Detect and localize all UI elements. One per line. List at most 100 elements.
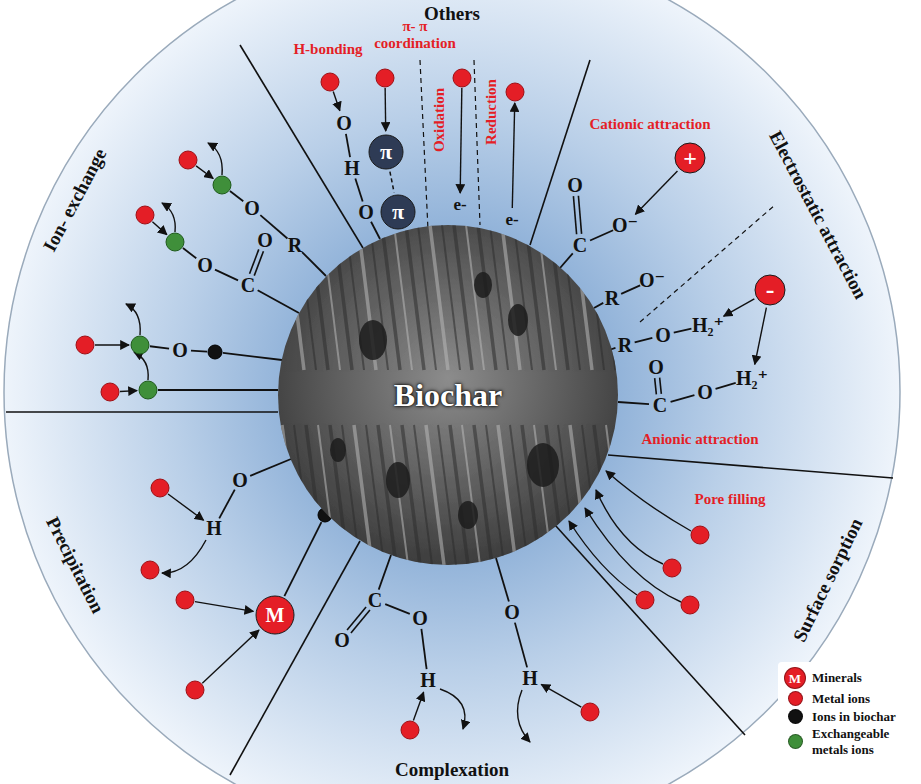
release-arrow (126, 304, 140, 335)
chemical-symbol: H (420, 669, 436, 692)
exchangeable-ion-dot (131, 336, 149, 354)
chemical-symbol: H₂⁺ (736, 367, 768, 390)
biochar-pore (458, 501, 478, 529)
node-symbol: π (392, 201, 404, 223)
biochar-ion-dot (208, 345, 222, 359)
biochar-texture (282, 225, 628, 565)
chemical-symbol: O (655, 324, 671, 347)
release-arrow (606, 471, 691, 531)
release-arrow (162, 540, 206, 573)
legend-text: Metal ions (812, 691, 870, 707)
metal-ion-dot (663, 559, 681, 577)
chemical-symbol: H₂⁺ (692, 314, 724, 337)
sorption-arrow (152, 222, 166, 235)
sorption-arrow (95, 344, 129, 345)
double-bond (655, 378, 657, 394)
pi-electron-circle: π (380, 194, 416, 230)
node-symbol: - (766, 277, 775, 303)
exchangeable-ion-dot (213, 176, 231, 194)
biochar-streak (606, 425, 624, 565)
double-bond (254, 251, 263, 275)
chemical-symbol: O (172, 339, 188, 362)
node-circle (675, 143, 705, 173)
biochar-pore (508, 304, 528, 336)
chemical-symbol: e- (453, 195, 466, 215)
sorption-arrow (195, 602, 253, 612)
double-bond (578, 196, 581, 234)
sector-divider (6, 411, 278, 413)
metal-ion-dot (581, 703, 599, 721)
biochar-streak (526, 225, 544, 370)
release-arrow (569, 521, 637, 595)
legend-box: MMineralsMetal ionsIons in biocharExchan… (778, 662, 915, 762)
biochar-streak (286, 225, 304, 370)
mechanism-subtitle: H-bonding (293, 41, 362, 58)
mechanism-subtitle: Cationic attraction (589, 116, 710, 133)
biochar-pore (527, 443, 559, 487)
mineral-symbol: M (789, 672, 801, 685)
legend-row: Exchangeable metals ions (783, 726, 910, 757)
node-circle (755, 275, 785, 305)
biochar-circle: Biochar (278, 225, 618, 565)
bond-line (158, 389, 278, 391)
chemical-symbol: C (653, 394, 667, 417)
legend-row: Metal ions (783, 691, 910, 707)
biochar-pore (359, 320, 387, 360)
biochar-streak (550, 225, 568, 370)
bond-line (284, 522, 321, 596)
legend-swatch (788, 691, 803, 706)
biochar-streak (330, 425, 348, 565)
chemical-symbol: O (412, 607, 428, 630)
chemical-symbol: O (567, 174, 583, 197)
legend-swatch-holder (783, 734, 807, 749)
biochar-label: Biochar (394, 379, 502, 411)
bond-line (302, 252, 326, 276)
sorption-arrow (460, 88, 462, 193)
mechanism-subtitle: Anionic attraction (641, 431, 758, 448)
metal-ion-dot (453, 69, 471, 87)
metal-ion-dot (136, 206, 154, 224)
node-symbol: π (380, 141, 392, 163)
metal-ion-dot (506, 83, 524, 101)
sector-divider (530, 60, 590, 245)
biochar-streak (334, 225, 352, 370)
release-arrow (134, 352, 148, 380)
bond-line (215, 270, 238, 281)
legend-row: Ions in biochar (783, 709, 910, 725)
chemical-symbol: C (368, 589, 382, 612)
double-bond (351, 610, 370, 633)
chemical-symbol: R (618, 334, 632, 357)
legend-swatch-holder: M (783, 667, 807, 689)
release-arrow (518, 690, 531, 742)
biochar-streak (310, 225, 328, 370)
mechanism-title: Others (424, 3, 480, 25)
release-arrow (585, 508, 681, 602)
chemical-symbol: O (232, 469, 248, 492)
legend-swatch (788, 709, 803, 724)
bond-line (371, 222, 380, 239)
dashed-divider (474, 60, 480, 225)
bond-line (219, 490, 235, 519)
pi-electron-circle: π (368, 134, 404, 170)
sorption-arrow (384, 88, 386, 131)
chemical-symbol: R (605, 287, 619, 310)
sorption-arrow (541, 684, 581, 707)
legend-swatch-holder (783, 709, 807, 724)
bond-line (618, 402, 649, 404)
chemical-symbol: O (334, 629, 350, 652)
metal-ion-dot (151, 479, 169, 497)
sorption-arrow (333, 91, 340, 110)
biochar-streak (322, 225, 340, 370)
sorption-arrow (512, 103, 514, 208)
mechanism-subtitle: Pore filling (695, 491, 766, 508)
anion-circle: - (754, 274, 786, 306)
biochar-surface (278, 225, 618, 565)
double-bond (573, 196, 576, 234)
bond-line (191, 350, 207, 353)
bond-line (496, 558, 509, 601)
biochar-pore (474, 272, 492, 298)
mechanism-subtitle: Reduction (483, 79, 500, 145)
bond-line (223, 353, 282, 360)
bond-line (635, 338, 653, 343)
